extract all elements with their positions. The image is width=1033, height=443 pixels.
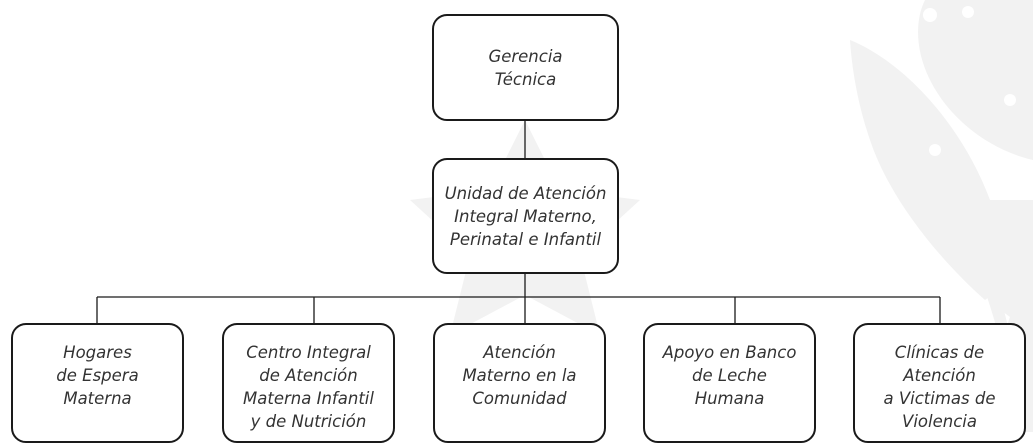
- node-label: Gerencia Técnica: [488, 46, 563, 89]
- watermark-dot-4: [929, 144, 941, 156]
- node-unidad-atencion: Unidad de Atención Integral Materno, Per…: [432, 158, 619, 274]
- watermark-dot-1: [923, 8, 937, 22]
- watermark-leaf-3: [962, 200, 1033, 330]
- node-gerencia-tecnica: Gerencia Técnica: [432, 14, 619, 121]
- node-centro-integral: Centro Integral de Atención Materna Infa…: [222, 323, 395, 443]
- node-label: Unidad de Atención Integral Materno, Per…: [444, 183, 607, 249]
- watermark-dot-3: [1004, 94, 1016, 106]
- node-banco-leche: Apoyo en Banco de Leche Humana: [643, 323, 816, 443]
- watermark-leaf-1: [918, 0, 1033, 160]
- node-clinicas-atencion: Clínicas de Atención a Victimas de Viole…: [853, 323, 1026, 443]
- node-label: Centro Integral de Atención Materna Infa…: [243, 343, 374, 431]
- watermark-leaf-2: [850, 40, 1000, 300]
- node-hogares-espera: Hogares de Espera Materna: [11, 323, 184, 443]
- node-label: Clínicas de Atención a Victimas de Viole…: [883, 343, 996, 431]
- connector-lines: [96, 121, 941, 323]
- node-atencion-comunidad: Atención Materno en la Comunidad: [433, 323, 606, 443]
- watermark-dot-2: [962, 6, 974, 18]
- node-label: Hogares de Espera Materna: [56, 343, 139, 408]
- node-label: Apoyo en Banco de Leche Humana: [662, 343, 797, 408]
- node-label: Atención Materno en la Comunidad: [462, 343, 577, 408]
